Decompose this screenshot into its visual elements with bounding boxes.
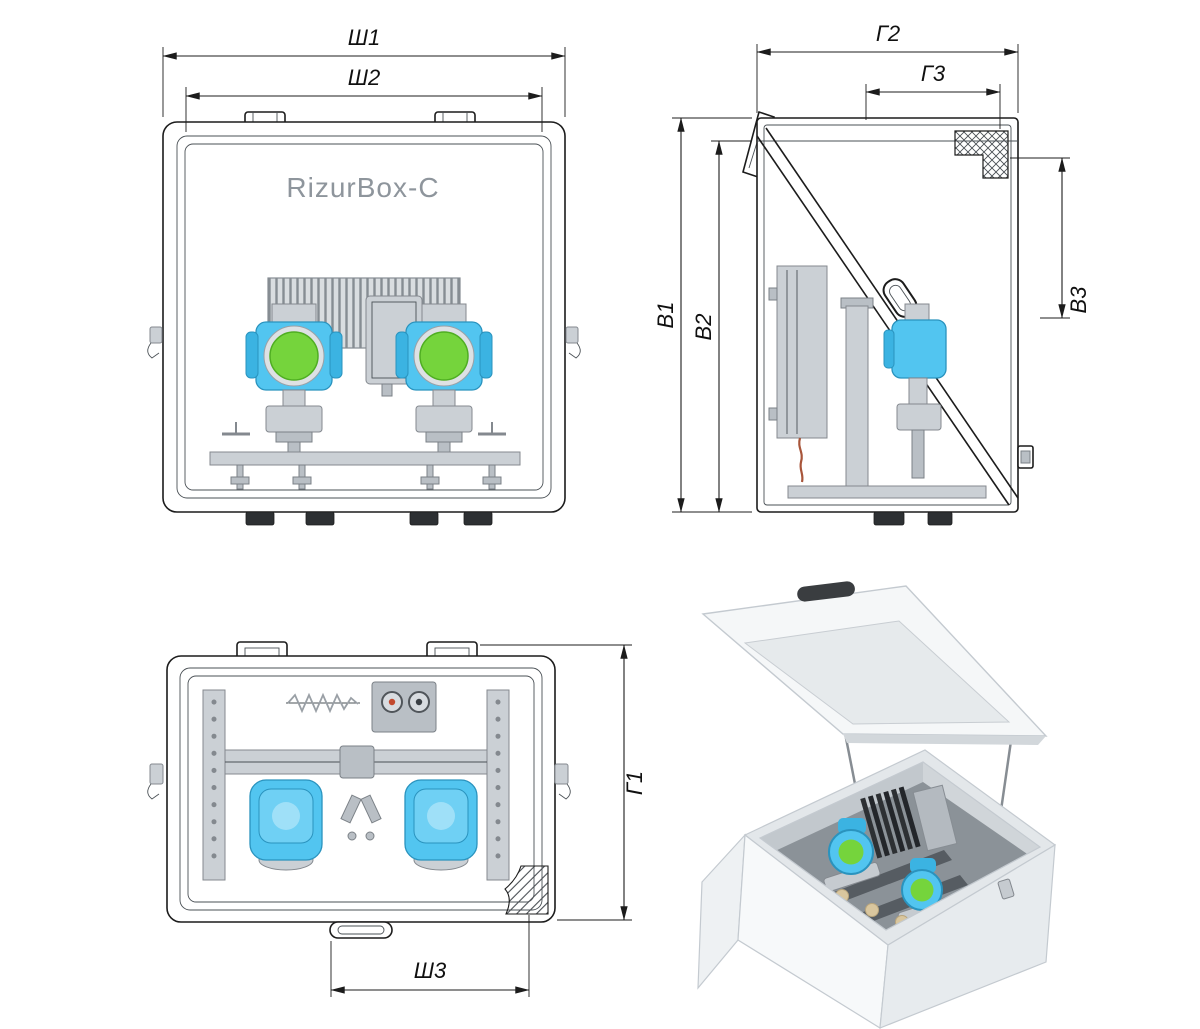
transmitter-front-left <box>245 303 343 453</box>
transmitter-front-right <box>395 303 493 453</box>
dim-label-sh1: Ш1 <box>348 25 380 50</box>
display-window-right <box>419 331 469 381</box>
enclosure-body <box>697 833 1056 1029</box>
dim-label-sh2: Ш2 <box>348 65 380 90</box>
top-view: Г1 Ш3 <box>147 641 647 997</box>
control-panel <box>371 681 437 733</box>
iso-transmitter-left <box>828 818 874 875</box>
mounting-rail-right <box>486 689 510 881</box>
dim-label-sh3: Ш3 <box>414 958 447 983</box>
enclosure-feet-front <box>245 511 493 526</box>
center-fittings <box>340 794 382 841</box>
enclosure-feet-side <box>873 511 953 526</box>
top-view-handle <box>329 921 393 939</box>
base-studs <box>230 464 502 490</box>
dimension-v3: В3 <box>1010 157 1091 319</box>
transmitter-top-left <box>249 779 323 871</box>
iso-heatsink <box>860 786 921 859</box>
transmitter-side <box>883 303 947 479</box>
front-view: RizurBox-C <box>147 25 581 526</box>
product-logo-text: RizurBox-C <box>286 172 439 203</box>
heater-panel <box>768 265 828 483</box>
dimension-g3: Г3 <box>865 61 1001 129</box>
dimension-sh3: Ш3 <box>330 915 530 997</box>
dim-label-v3: В3 <box>1066 286 1091 314</box>
dim-label-v2: В2 <box>691 314 716 341</box>
valve-handle-right <box>478 422 506 436</box>
spring-element <box>286 692 360 714</box>
dimension-g1: Г1 <box>480 644 647 921</box>
side-view: Г2 Г3 В1 В2 В3 <box>653 21 1091 526</box>
iso-display-left <box>838 839 864 865</box>
dimension-g2: Г2 <box>756 21 1019 113</box>
front-latch-right <box>565 326 581 359</box>
open-lid-diagonal <box>756 127 1019 506</box>
dimension-v2: В2 <box>691 140 752 513</box>
heater-wire <box>798 437 804 483</box>
dimension-sh1: Ш1 <box>162 25 566 117</box>
lid-open <box>701 581 1048 745</box>
dimension-sh2: Ш2 <box>185 65 543 132</box>
iso-view <box>697 581 1057 1029</box>
dim-label-g1: Г1 <box>622 771 647 795</box>
cross-rail <box>224 745 488 779</box>
dimension-v1: В1 <box>653 117 752 513</box>
top-latch-right <box>554 763 571 800</box>
iso-transmitter-right <box>901 858 943 911</box>
display-window-left <box>269 331 319 381</box>
valve-handle-left <box>222 422 250 436</box>
iso-latch <box>997 878 1015 900</box>
dim-label-g3: Г3 <box>921 61 946 86</box>
front-latch-left <box>147 326 163 359</box>
lid-handle <box>797 581 855 602</box>
top-latch-left <box>147 763 164 800</box>
transmitter-top-right <box>404 779 478 871</box>
mounting-bracket-hatched <box>954 130 1009 179</box>
base-plate-front <box>209 451 521 466</box>
dim-label-g2: Г2 <box>876 21 900 46</box>
mounting-rail-left <box>202 689 226 881</box>
side-latch-right <box>1017 445 1034 469</box>
section-cut-hatch <box>504 865 549 915</box>
iso-display-right <box>910 878 934 902</box>
mounting-pole <box>845 305 869 491</box>
dim-label-v1: В1 <box>653 302 678 329</box>
mount-boss <box>865 903 879 917</box>
base-plate-side <box>787 485 987 499</box>
